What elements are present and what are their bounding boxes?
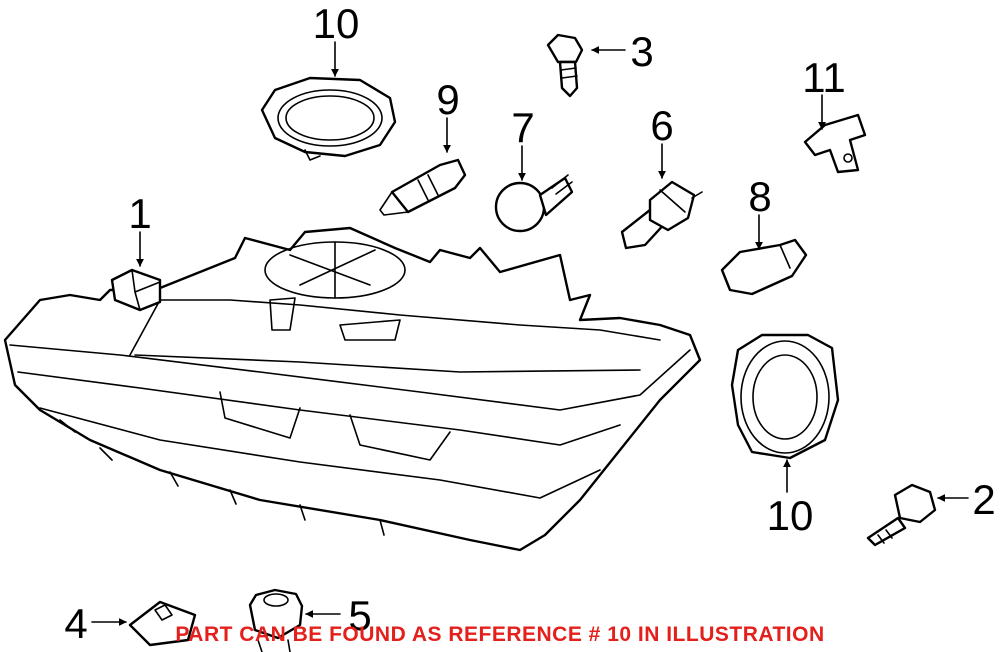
bulb-9 [379,158,467,216]
headlight-housing [3,226,702,552]
clip-4 [128,600,197,647]
bulb-7 [494,174,574,233]
callout-7: 7 [511,104,534,151]
callout-10-side: 10 [767,492,814,539]
bulb-8 [720,238,808,296]
bulb-6 [620,180,703,250]
reference-note: PART CAN BE FOUND AS REFERENCE # 10 IN I… [175,623,824,646]
callout-8: 8 [748,173,771,220]
callout-4: 4 [64,600,87,647]
callout-11: 11 [802,54,846,101]
bracket-11 [803,113,867,174]
callout-10-top: 10 [313,0,360,47]
callout-5: 5 [348,592,371,639]
cover-cap-top [260,76,397,161]
nut-5 [248,588,304,652]
leader-lines [91,41,969,626]
bolt-2 [866,483,937,547]
callout-6: 6 [650,102,673,149]
callout-2: 2 [972,476,995,523]
callout-numbers: 1 2 3 4 5 6 7 8 9 10 10 11 [64,0,995,647]
bolt-3 [546,33,584,98]
callout-1: 1 [128,190,151,237]
cover-cap-side [730,333,840,460]
callout-9: 9 [436,76,459,123]
callout-3: 3 [630,28,653,75]
